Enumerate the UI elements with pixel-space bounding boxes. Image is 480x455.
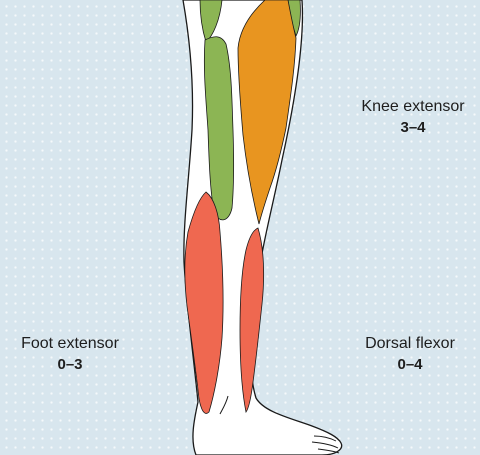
dorsal-flexor-range: 0–4: [340, 354, 480, 375]
foot-extensor-range: 0–3: [0, 354, 140, 375]
knee-extensor-label: Knee extensor 3–4: [346, 96, 480, 138]
dorsal-flexor-label: Dorsal flexor 0–4: [340, 333, 480, 375]
dorsal-flexor-name: Dorsal flexor: [340, 333, 480, 354]
foot-extensor-label: Foot extensor 0–3: [0, 333, 140, 375]
knee-extensor-range: 3–4: [346, 117, 480, 138]
foot-extensor-name: Foot extensor: [0, 333, 140, 354]
knee-extensor-name: Knee extensor: [346, 96, 480, 117]
